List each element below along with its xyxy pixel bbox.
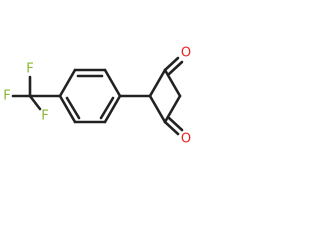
structure-canvas: F F F O O <box>3 46 191 147</box>
oxygen-top-label: O <box>181 46 191 61</box>
bond-carbonyl-bottom-b <box>167 116 184 132</box>
fluorine-left-label: F <box>3 89 10 104</box>
molecule-diagram: F F F O O <box>3 46 191 147</box>
bond-carbonyl-top-a <box>163 56 180 72</box>
bond-ring-inner-3 <box>65 96 81 120</box>
bond-ring-inner-2 <box>99 96 115 120</box>
fluorine-bottom-label: F <box>41 109 48 124</box>
bond-cyclo-4 <box>148 94 167 124</box>
bond-ring-1 <box>58 68 77 98</box>
bond-cyclo-1 <box>148 68 167 98</box>
bond-ring-4 <box>103 94 122 124</box>
bond-cyclo-3 <box>163 94 182 124</box>
oxygen-bottom-label: O <box>181 132 191 147</box>
bond-ring-6 <box>58 94 77 124</box>
bond-carbonyl-top-b <box>167 60 184 76</box>
bond-cf-bottom <box>28 94 42 111</box>
bond-ring-3 <box>103 68 122 98</box>
bond-cyclo-2 <box>163 68 182 98</box>
bond-carbonyl-bottom-a <box>163 120 180 136</box>
fluorine-top-label: F <box>26 62 33 77</box>
